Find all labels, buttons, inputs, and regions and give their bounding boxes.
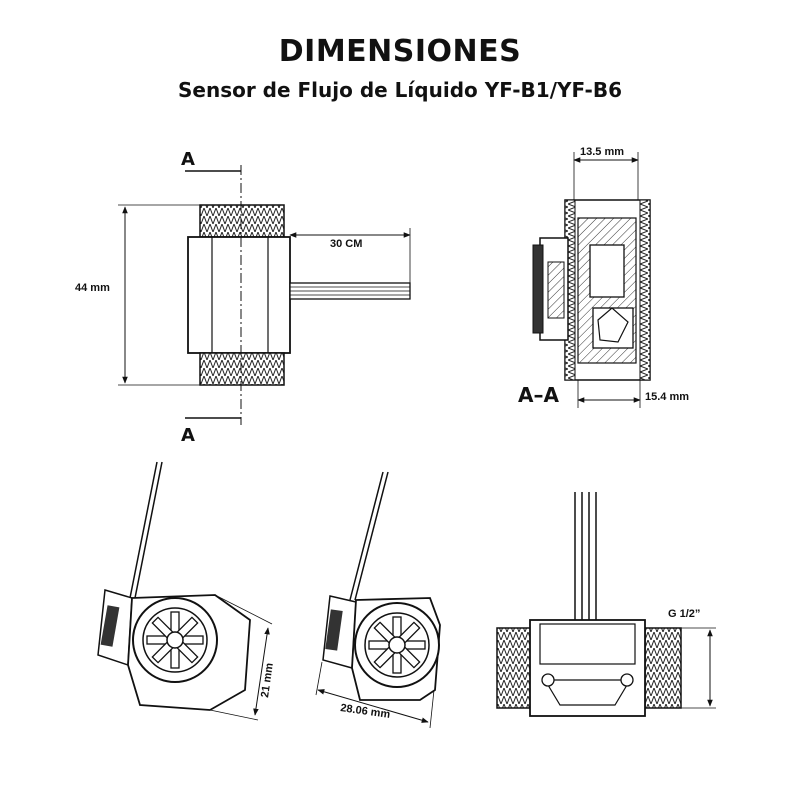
bottom-width-label: 15.4 mm — [645, 391, 689, 403]
front-view — [118, 165, 411, 425]
section-view — [532, 152, 651, 408]
iso-view-1 — [97, 461, 273, 721]
iso-width-label: 28.06 mm — [340, 702, 392, 721]
cable-length-label: 30 CM — [330, 238, 362, 250]
thread-size-label: G 1/2” — [668, 608, 700, 620]
top-width-label: 13.5 mm — [580, 146, 624, 158]
iso-height-label: 21 mm — [259, 662, 276, 698]
height-dimension-label: 44 mm — [75, 282, 110, 294]
diagram-subtitle: Sensor de Flujo de Líquido YF-B1/YF-B6 — [178, 78, 622, 102]
section-marker-top: A — [181, 149, 195, 170]
section-marker-bottom: A — [181, 425, 195, 446]
section-label: A–A — [518, 383, 559, 407]
diagram-title: DIMENSIONES — [278, 34, 522, 69]
iso-view-2 — [315, 471, 441, 729]
side-view — [496, 492, 716, 717]
